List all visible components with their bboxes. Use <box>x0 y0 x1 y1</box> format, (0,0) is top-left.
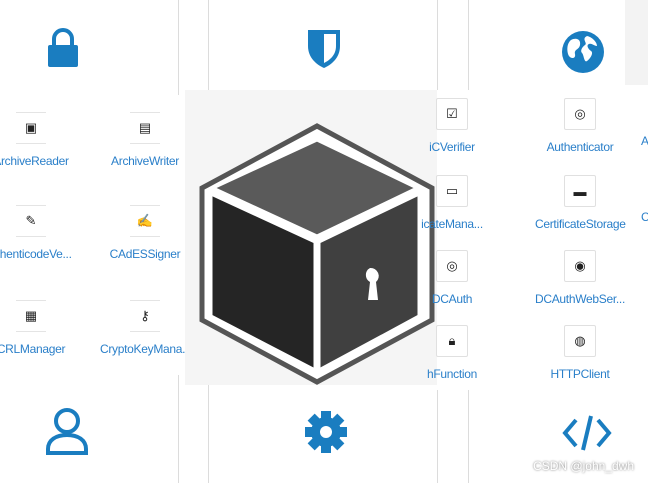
component-label: Authenticator <box>546 140 614 154</box>
component-label: uthenticodeVe... <box>0 247 72 261</box>
component-tile[interactable]: ◎ Authenticator <box>535 98 625 154</box>
authenticator-icon: ◎ <box>564 98 596 130</box>
component-tile[interactable]: ▦ CRLManager <box>0 300 76 356</box>
component-label: DCAuth <box>431 292 473 306</box>
component-tile[interactable]: ▭ icateMana... <box>407 175 497 231</box>
component-tile[interactable]: ▬ CertificateStorage <box>535 175 626 231</box>
component-label: CryptoKeyMana... <box>100 342 192 356</box>
component-label: icateMana... <box>421 217 483 231</box>
cube-logo-panel <box>185 90 440 385</box>
certificate-storage-icon: ▬ <box>564 175 596 207</box>
side-panel <box>625 0 648 85</box>
crl-icon: ▦ <box>16 300 46 332</box>
verifier-icon: ☑ <box>436 98 468 130</box>
crypto-key-icon: ⚷ <box>130 300 160 332</box>
watermark: CSDN @john_dwh <box>533 459 634 473</box>
shield-icon[interactable] <box>306 28 342 70</box>
hash-function-icon: 🔒︎ <box>436 325 468 357</box>
archive-writer-icon: ▤ <box>130 112 160 144</box>
dcauth-web-icon: ◉ <box>564 250 596 282</box>
certificate-manager-icon: ▭ <box>436 175 468 207</box>
authenticode-icon: ✎ <box>16 205 46 237</box>
left-component-grid: ▣ ArchiveReader ▤ ArchiveWriter ✎ uthenticode… <box>0 95 192 375</box>
component-label: CRLManager <box>0 342 66 356</box>
cube-logo-icon <box>199 123 435 385</box>
component-tile[interactable]: ☑ iCVerifier <box>407 98 497 154</box>
dcauth-icon: ◎ <box>436 250 468 282</box>
component-label: CAdESSigner <box>109 247 181 261</box>
archive-reader-icon: ▣ <box>16 112 46 144</box>
code-icon[interactable] <box>562 414 612 452</box>
component-tile[interactable]: ◎ DCAuth <box>407 250 497 306</box>
gear-icon[interactable] <box>305 411 347 453</box>
component-tile[interactable]: 🔒︎ hFunction <box>407 325 497 381</box>
component-tile[interactable]: ✍ CAdESSigner <box>100 205 190 261</box>
component-tile[interactable]: ▣ ArchiveReader <box>0 112 76 168</box>
globe-icon[interactable] <box>561 30 605 74</box>
component-label: ArchiveReader <box>0 154 69 168</box>
component-tile[interactable]: ▤ ArchiveWriter <box>100 112 190 168</box>
lock-icon[interactable] <box>46 28 80 68</box>
user-icon[interactable] <box>45 407 89 455</box>
component-label: iCVerifier <box>429 140 475 154</box>
component-label: HTTPClient <box>550 367 610 381</box>
http-client-icon: ◍ <box>564 325 596 357</box>
component-tile[interactable]: ⚷ CryptoKeyMana... <box>100 300 192 356</box>
component-tile[interactable]: ✎ uthenticodeVe... <box>0 205 76 261</box>
component-label: CertificateStorage <box>535 217 626 231</box>
partial-label: C <box>641 210 648 224</box>
component-label: ArchiveWriter <box>111 154 179 168</box>
component-tile[interactable]: ◍ HTTPClient <box>535 325 625 381</box>
signer-icon: ✍ <box>130 205 160 237</box>
component-label: hFunction <box>427 367 477 381</box>
right-component-grid: ☑ iCVerifier ◎ Authenticator ▭ icateMana... ▬ C… <box>421 90 648 390</box>
component-tile[interactable]: ◉ DCAuthWebSer... <box>535 250 625 306</box>
component-label: DCAuthWebSer... <box>535 292 625 306</box>
partial-label: A <box>641 134 648 148</box>
